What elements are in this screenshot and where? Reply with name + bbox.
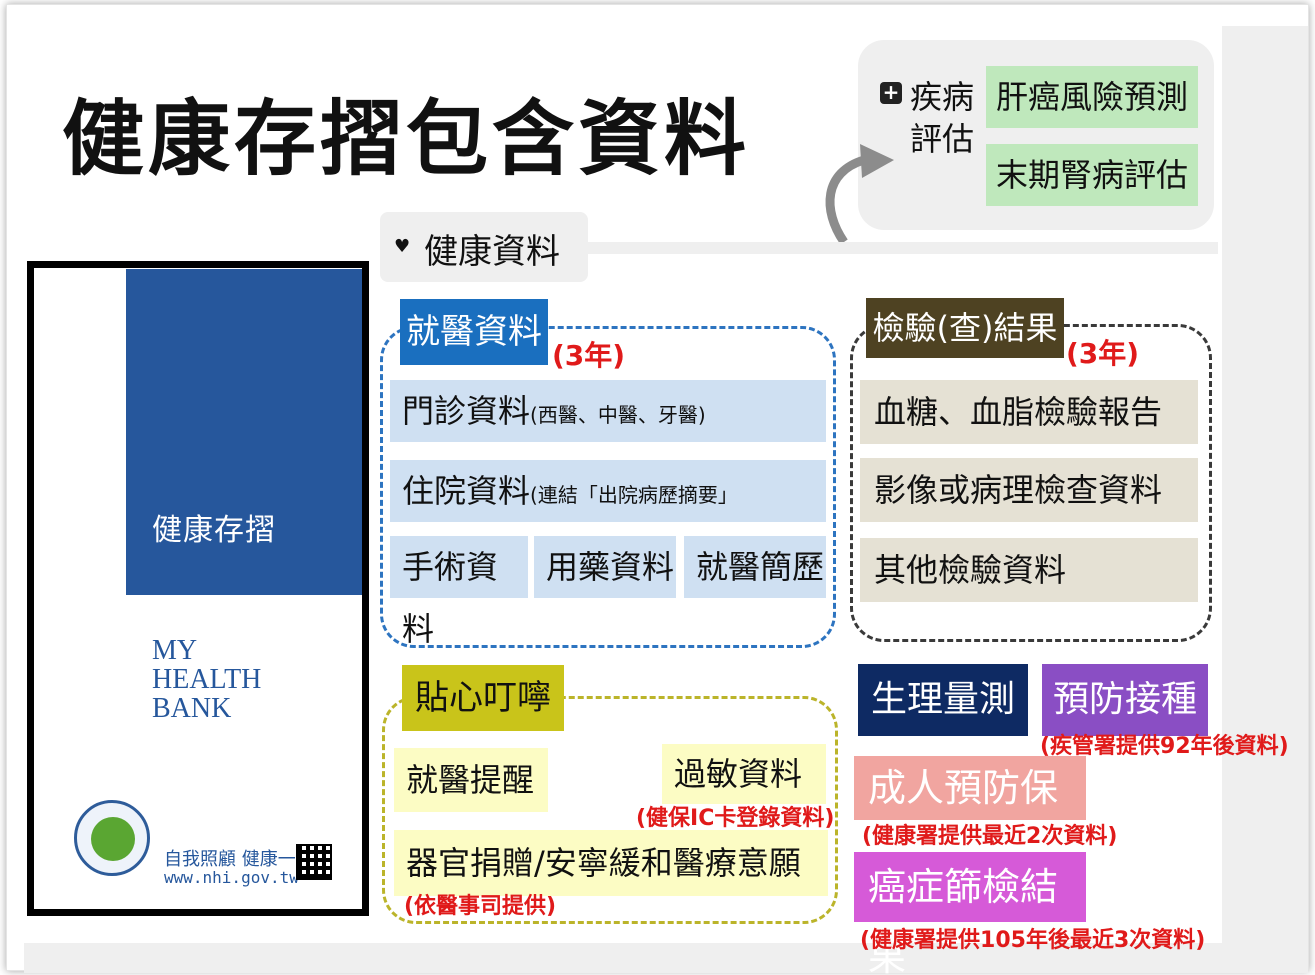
inpatient-note: (連結「出院病歷摘要」 [530, 483, 738, 507]
cover-en-line: BANK [152, 693, 232, 724]
cover-blue-panel [126, 269, 362, 595]
adult-preventive-note: (健康署提供最近2次資料) [862, 824, 1118, 849]
outpatient-cell: 門診資料(西醫、中醫、牙醫) [390, 380, 826, 442]
page-title: 健康存摺包含資料 [62, 92, 751, 187]
organ-donation-cell: 器官捐贈/安寧緩和醫療意願 [394, 830, 828, 896]
vaccination-box: 預防接種 [1042, 664, 1208, 736]
reminder-header: 貼心叮嚀 [402, 665, 564, 731]
reminder-group-border [382, 696, 838, 924]
liver-cancer-risk-box: 肝癌風險預測 [986, 66, 1198, 128]
medical-group-border [380, 326, 836, 648]
ckd-eval-box: 末期腎病評估 [986, 144, 1198, 206]
medication-cell: 用藥資料 [534, 536, 676, 598]
inpatient-label: 住院資料 [402, 472, 531, 510]
visit-reminder-cell: 就醫提醒 [394, 748, 548, 812]
lab-item: 血糖、血脂檢驗報告 [860, 380, 1198, 444]
health-data-label: 健康資料 [424, 232, 560, 272]
cover-url: www.nhi.gov.tw [164, 868, 299, 887]
surgery-cell: 手術資料 [390, 536, 528, 648]
nhi-logo-icon [74, 800, 150, 876]
disease-eval-label-line: 疾病 [910, 78, 975, 116]
outpatient-label: 門診資料 [402, 392, 531, 430]
lab-item: 影像或病理檢查資料 [860, 458, 1198, 522]
cancer-screening-note: (健康署提供105年後最近3次資料) [860, 928, 1206, 953]
right-gray-bar [1222, 26, 1308, 946]
bottom-gray-bar [24, 943, 1308, 973]
heart-icon: ♥ [394, 236, 411, 257]
cover-en-line: HEALTH [152, 664, 262, 695]
medical-term: (3年) [552, 339, 626, 372]
adult-preventive-box: 成人預防保健 [854, 756, 1086, 874]
cover-slogan: 自我照顧 健康一生 [164, 849, 314, 870]
allergy-cell: 過敏資料 [662, 744, 826, 804]
inpatient-cell: 住院資料(連結「出院病歷摘要」 [390, 460, 826, 522]
curved-arrow-icon [825, 144, 894, 245]
lab-item: 其他檢驗資料 [860, 538, 1198, 602]
plus-icon: + [880, 82, 902, 104]
qr-code-icon [296, 844, 332, 880]
medical-header: 就醫資料 [400, 299, 548, 365]
lab-header: 檢驗(查)結果 [866, 298, 1064, 358]
lab-term: (3年) [1066, 337, 1140, 370]
vaccination-note: (疾管署提供92年後資料) [1040, 734, 1289, 759]
cover-cn-title: 健康存摺 [152, 513, 276, 548]
cancer-screening-box: 癌症篩檢結果 [854, 852, 1086, 975]
disease-eval-label-line: 評估 [910, 120, 975, 158]
outpatient-note: (西醫、中醫、牙醫) [530, 403, 706, 427]
organ-note: (依醫事司提供) [404, 894, 557, 919]
health-data-tag [380, 212, 588, 282]
health-data-line [588, 242, 1218, 254]
allergy-note: (健保IC卡登錄資料) [636, 806, 835, 831]
physio-measure-box: 生理量測 [858, 664, 1028, 736]
history-cell: 就醫簡歷 [684, 536, 826, 598]
cover-en-line: MY [152, 635, 198, 666]
disease-eval-label: 疾病 評估 [910, 76, 974, 160]
cover-en-title: MY HEALTH BANK [152, 636, 261, 723]
